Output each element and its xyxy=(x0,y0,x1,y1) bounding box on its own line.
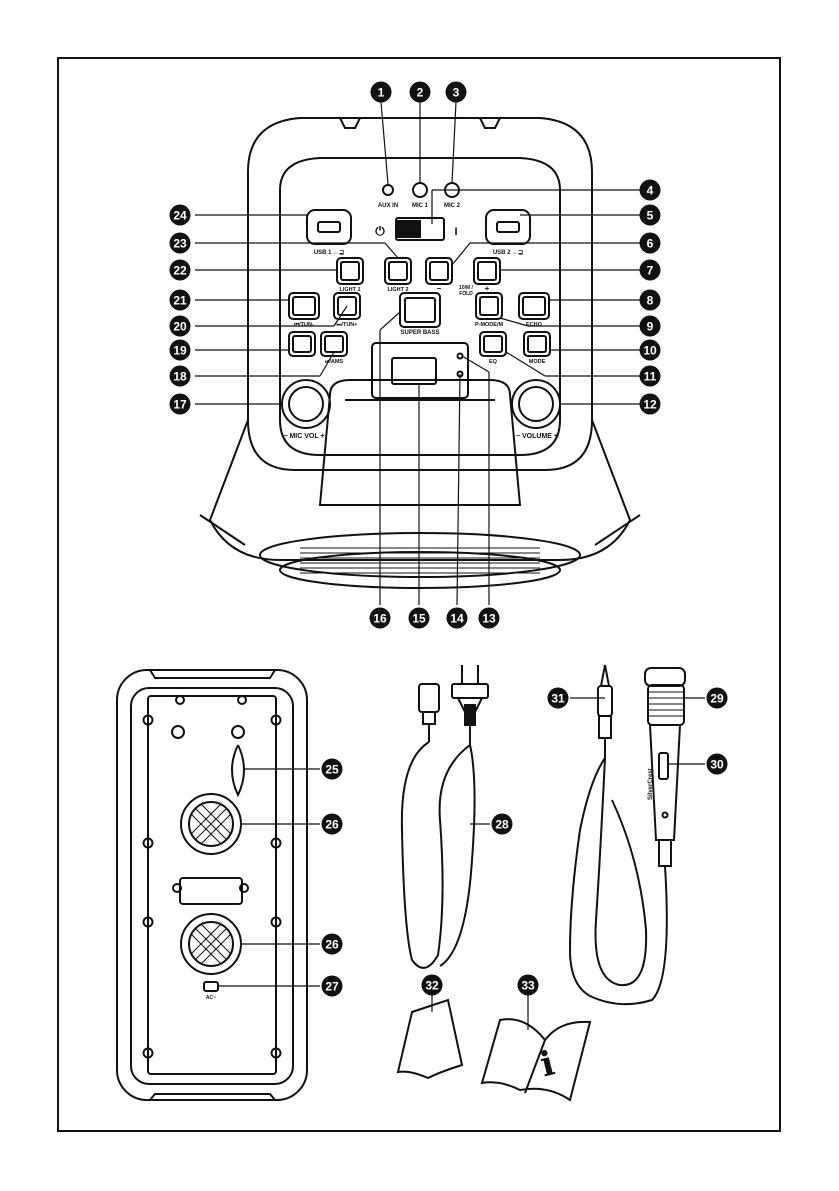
callout-number: 30 xyxy=(710,757,724,771)
callout-17: 17 xyxy=(170,394,191,415)
callout-3: 3 xyxy=(446,82,467,103)
callout-27: 27 xyxy=(322,976,343,997)
callout-number: 16 xyxy=(373,611,387,625)
callout-number: 29 xyxy=(710,691,724,705)
callout-number: 11 xyxy=(644,369,657,383)
callout-31: 31 xyxy=(548,688,569,709)
callout-2: 2 xyxy=(410,82,431,103)
callout-number: 6 xyxy=(647,236,654,250)
callout-number: 26 xyxy=(325,937,339,951)
callout-11: 11 xyxy=(640,366,661,387)
callout-14: 14 xyxy=(447,608,468,629)
callout-number: 18 xyxy=(173,369,187,383)
callout-18: 18 xyxy=(170,366,191,387)
callout-15: 15 xyxy=(409,608,430,629)
callout-number: 3 xyxy=(453,85,460,99)
callout-6: 6 xyxy=(640,233,661,254)
callout-number: 10 xyxy=(643,343,657,357)
callout-24: 24 xyxy=(170,205,191,226)
callout-number: 9 xyxy=(647,319,654,333)
callout-26: 26 xyxy=(322,934,343,955)
callout-23: 23 xyxy=(170,233,191,254)
callout-number: 7 xyxy=(647,263,654,277)
callout-22: 22 xyxy=(170,260,191,281)
callout-number: 13 xyxy=(482,611,496,625)
callout-number: 22 xyxy=(173,263,187,277)
callout-number: 14 xyxy=(450,611,464,625)
callout-number: 28 xyxy=(495,817,509,831)
callout-16: 16 xyxy=(370,608,391,629)
callout-number: 20 xyxy=(173,319,187,333)
callout-number: 2 xyxy=(417,85,424,99)
callout-number: 5 xyxy=(647,208,654,222)
callout-21: 21 xyxy=(170,290,191,311)
callout-1: 1 xyxy=(371,82,392,103)
callout-33: 33 xyxy=(518,975,539,996)
callout-number: 26 xyxy=(325,817,339,831)
callout-number: 27 xyxy=(325,979,339,993)
callout-number: 32 xyxy=(425,978,439,992)
callout-20: 20 xyxy=(170,316,191,337)
callout-19: 19 xyxy=(170,340,191,361)
callout-13: 13 xyxy=(479,608,500,629)
callout-29: 29 xyxy=(707,688,728,709)
callout-number: 8 xyxy=(647,293,654,307)
callout-number: 33 xyxy=(521,978,535,992)
callout-7: 7 xyxy=(640,260,661,281)
callout-30: 30 xyxy=(707,754,728,775)
callout-number: 31 xyxy=(551,691,565,705)
callout-5: 5 xyxy=(640,205,661,226)
callout-number: 12 xyxy=(643,397,657,411)
callout-number: 4 xyxy=(647,183,654,197)
callout-9: 9 xyxy=(640,316,661,337)
callout-number: 21 xyxy=(173,293,187,307)
callout-number: 24 xyxy=(173,208,187,222)
callout-25: 25 xyxy=(322,759,343,780)
callout-number: 1 xyxy=(378,85,385,99)
callout-10: 10 xyxy=(640,340,661,361)
callout-number: 17 xyxy=(173,397,187,411)
callout-number: 23 xyxy=(173,236,187,250)
callout-32: 32 xyxy=(422,975,443,996)
callout-28: 28 xyxy=(492,814,513,835)
callout-number: 19 xyxy=(173,343,187,357)
callout-number: 25 xyxy=(325,762,339,776)
callout-8: 8 xyxy=(640,290,661,311)
callout-26: 26 xyxy=(322,814,343,835)
callout-number: 15 xyxy=(412,611,426,625)
callout-4: 4 xyxy=(640,180,661,201)
callout-12: 12 xyxy=(640,394,661,415)
